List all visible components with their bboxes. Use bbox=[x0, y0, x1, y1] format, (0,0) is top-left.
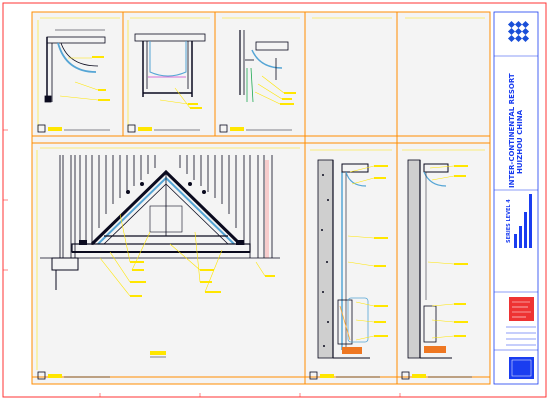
project-title-line-2: HUIZHOU CHINA bbox=[516, 109, 524, 174]
wall-section-2 bbox=[407, 159, 452, 359]
level-bars-icon bbox=[514, 194, 532, 248]
dormer-base bbox=[40, 243, 280, 290]
title-block-red-panel-lines bbox=[512, 301, 531, 318]
dormer-bolts bbox=[79, 182, 244, 245]
wall-section-1-notes bbox=[374, 165, 388, 337]
detail-3 bbox=[239, 30, 289, 95]
project-title: INTER-CONTINENTAL RESORT HUIZHOU CHINA bbox=[506, 70, 528, 190]
detail-3-notes bbox=[280, 92, 296, 105]
detail-3-leaders bbox=[254, 75, 285, 105]
detail-1 bbox=[44, 29, 106, 103]
title-block-blue-panel-inner bbox=[511, 359, 532, 377]
detail-1-leaders bbox=[59, 57, 99, 101]
detail-1-notes bbox=[92, 56, 110, 101]
detail-2-leaders bbox=[159, 87, 191, 109]
wall-section-1-hatch bbox=[321, 174, 329, 347]
main-section-redlines bbox=[265, 160, 269, 258]
drawing-title-tags bbox=[37, 124, 472, 380]
detail-2-notes bbox=[188, 103, 202, 109]
sheet-label: SERIES LEVEL 4 bbox=[506, 199, 512, 243]
title-block-red-panel bbox=[509, 297, 534, 321]
title-block-blue-panel bbox=[509, 357, 534, 379]
detail-3-green bbox=[246, 67, 254, 103]
wall-section-2-leaders bbox=[427, 165, 455, 339]
wall-section-1-leaders bbox=[347, 165, 375, 341]
drawing-area bbox=[32, 12, 490, 384]
frame-ticks bbox=[3, 129, 401, 397]
company-logo-icon bbox=[507, 20, 530, 43]
title-block-dividers bbox=[494, 55, 538, 351]
detail-2 bbox=[134, 33, 206, 97]
title-block-rows bbox=[506, 326, 536, 346]
wall-section-1 bbox=[317, 159, 370, 359]
main-section-verticals bbox=[59, 155, 273, 258]
dimension-lines bbox=[36, 17, 485, 370]
main-section-notes bbox=[130, 261, 275, 355]
wall-section-2-notes bbox=[454, 165, 468, 337]
project-title-line-1: INTER-CONTINENTAL RESORT bbox=[508, 73, 516, 188]
